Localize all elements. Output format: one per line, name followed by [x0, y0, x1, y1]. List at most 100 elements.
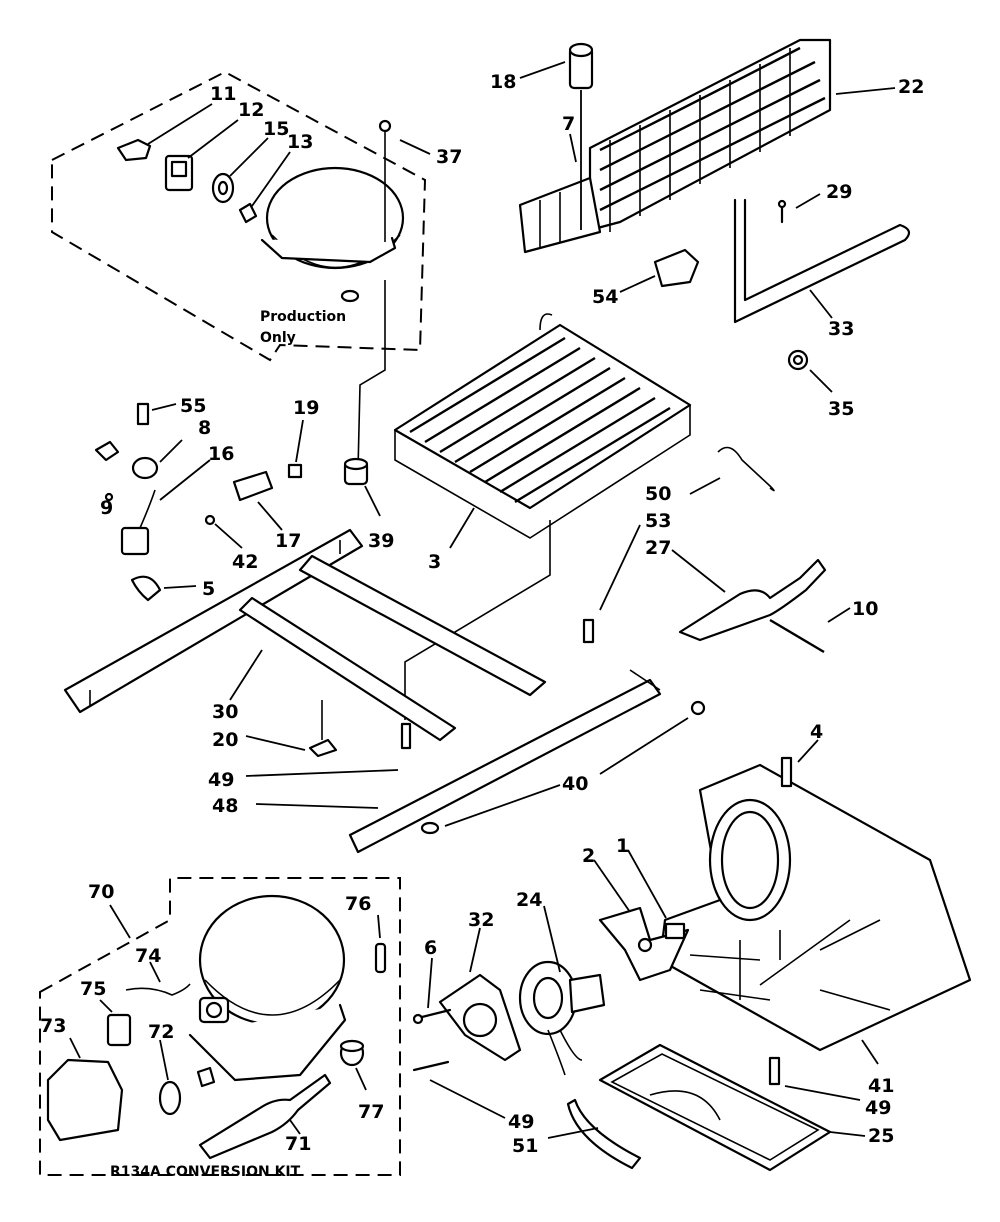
callout-7: 7 — [562, 113, 575, 135]
part-1-retainer — [664, 922, 686, 940]
callout-32: 32 — [468, 909, 494, 931]
part-55-screw — [136, 402, 150, 426]
callout-18: 18 — [490, 71, 516, 93]
part-22-condenser — [588, 38, 832, 232]
callout-25: 25 — [868, 1125, 894, 1147]
callout-77: 77 — [358, 1101, 384, 1123]
part-29-screw — [777, 199, 787, 224]
production-only-label-line2: Only — [260, 330, 296, 346]
conversion-kit-outline — [39, 877, 401, 1176]
part-39-grommet — [343, 457, 369, 486]
part-27-drier — [678, 558, 827, 642]
callout-42: 42 — [232, 551, 258, 573]
part-3-coil — [393, 313, 692, 539]
callout-8: 8 — [198, 417, 211, 439]
callout-37: 37 — [436, 146, 462, 168]
part-30-rail-assembly — [63, 528, 547, 742]
callout-15: 15 — [263, 118, 289, 140]
callout-24: 24 — [516, 889, 542, 911]
part-51-drain-hose — [566, 1098, 642, 1170]
callout-76: 76 — [345, 893, 371, 915]
part-6-screw — [412, 1008, 452, 1025]
part-76-tube — [374, 942, 387, 974]
callout-33: 33 — [828, 318, 854, 340]
callout-3: 3 — [428, 551, 441, 573]
callout-49a: 49 — [208, 769, 234, 791]
part-35-nut — [787, 349, 809, 371]
part-19-nut — [287, 463, 303, 479]
callout-50: 50 — [645, 483, 671, 505]
callout-5: 5 — [202, 578, 215, 600]
callout-1: 1 — [616, 835, 629, 857]
part-77-grommet — [339, 1039, 365, 1067]
part-25-drain-pan — [598, 1043, 832, 1172]
callout-11: 11 — [210, 83, 236, 105]
part-32-motor-bracket — [438, 973, 522, 1062]
part-70-compressor — [188, 894, 347, 1082]
callout-6: 6 — [424, 937, 437, 959]
callout-13: 13 — [287, 131, 313, 153]
callout-53: 53 — [645, 510, 671, 532]
callout-35: 35 — [828, 398, 854, 420]
part-49-screw-a — [400, 722, 412, 750]
part-72-overload — [158, 1066, 216, 1116]
part-7-condenser-bracket — [518, 176, 602, 254]
part-8-clip — [131, 456, 159, 480]
callout-20: 20 — [212, 729, 238, 751]
callout-27: 27 — [645, 537, 671, 559]
part-24-fan-motor — [518, 960, 606, 1076]
callout-29: 29 — [826, 181, 852, 203]
part-37-process-tube — [378, 119, 392, 242]
callout-41: 41 — [868, 1075, 894, 1097]
callout-16: 16 — [208, 443, 234, 465]
part-10-spring — [769, 618, 825, 654]
callout-55: 55 — [180, 395, 206, 417]
callout-10: 10 — [852, 598, 878, 620]
production-only-group-outline — [51, 70, 427, 362]
part-73-cover — [46, 1058, 124, 1142]
callout-54: 54 — [592, 286, 618, 308]
conversion-kit-label: R134A CONVERSION KIT — [110, 1164, 301, 1180]
part-40-48-rail — [348, 669, 706, 854]
part-41-fan-bracket — [658, 763, 972, 1052]
callout-74: 74 — [135, 945, 161, 967]
part-20-clamp — [308, 738, 338, 758]
callout-2: 2 — [582, 845, 595, 867]
part-11-bracket — [116, 138, 152, 162]
callout-30: 30 — [212, 701, 238, 723]
callout-40: 40 — [562, 773, 588, 795]
callout-73: 73 — [40, 1015, 66, 1037]
callout-4: 4 — [810, 721, 823, 743]
callout-12: 12 — [238, 99, 264, 121]
part-12-relay — [164, 154, 194, 192]
part-71-drier — [198, 1073, 332, 1160]
callout-72: 72 — [148, 1021, 174, 1043]
part-54-clamp — [653, 248, 700, 288]
callout-49b: 49 — [508, 1111, 534, 1133]
part-49-screw-c — [768, 1056, 781, 1086]
part-49-screw-b — [412, 1060, 450, 1072]
part-16-harness — [120, 489, 156, 556]
callout-71: 71 — [285, 1133, 311, 1155]
callout-48: 48 — [212, 795, 238, 817]
callout-9: 9 — [100, 497, 113, 519]
part-33-tube — [733, 198, 911, 324]
callout-75: 75 — [80, 978, 106, 1000]
callout-39: 39 — [368, 530, 394, 552]
callout-17: 17 — [275, 530, 301, 552]
part-75-relay — [106, 1013, 132, 1047]
production-compressor — [260, 166, 405, 303]
part-5-clip — [130, 575, 162, 602]
callout-51: 51 — [512, 1135, 538, 1157]
part-9-bracket — [94, 440, 120, 502]
part-74-wire — [125, 983, 191, 996]
part-4-screw — [780, 756, 793, 788]
part-15-overload — [211, 172, 235, 204]
part-18-grommet — [568, 42, 594, 90]
part-50-hook — [717, 446, 775, 492]
callout-49c: 49 — [865, 1097, 891, 1119]
part-42-screw — [204, 514, 216, 526]
callout-70: 70 — [88, 881, 114, 903]
part-53-screw — [582, 618, 595, 644]
